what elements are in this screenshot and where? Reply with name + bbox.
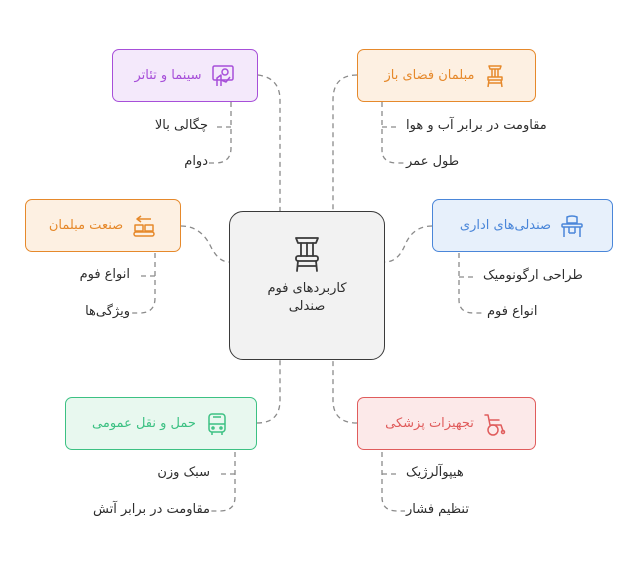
leaf-cinema-2: دوام — [184, 154, 208, 169]
branch-outdoor-furniture: مبلمان فضای باز — [357, 49, 536, 102]
leaf-office-2: انواع فوم — [487, 304, 538, 319]
leaf-office-1: طراحی ارگونومیک — [483, 268, 583, 283]
leaf-furniture-2: ویژگی‌ها — [85, 304, 130, 319]
branch-label: صندلی‌های اداری — [459, 218, 552, 233]
branch-public-transport: حمل و نقل عمومی — [65, 397, 257, 450]
bus-icon — [204, 411, 230, 437]
chair-icon — [287, 234, 327, 274]
branch-label: سینما و تئاتر — [134, 68, 202, 83]
leaf-outdoor-1: مقاومت در برابر آب و هوا — [406, 118, 547, 133]
branch-label: حمل و نقل عمومی — [92, 416, 196, 431]
leaf-cinema-1: چگالی بالا — [154, 118, 208, 133]
outdoor-chair-icon — [482, 63, 508, 89]
branch-label: تجهیزات پزشکی — [385, 416, 474, 431]
wheelchair-icon — [482, 411, 508, 437]
branch-office-chairs: صندلی‌های اداری — [432, 199, 613, 252]
center-title: کاربردهای فوم صندلی — [267, 281, 347, 314]
leaf-transport-2: مقاومت در برابر آتش — [93, 502, 210, 517]
branch-label: صنعت مبلمان — [48, 218, 124, 233]
theater-icon — [210, 63, 236, 89]
leaf-outdoor-2: طول عمر — [406, 154, 460, 169]
branch-furniture-industry: صنعت مبلمان — [25, 199, 181, 252]
office-desk-icon — [559, 213, 585, 239]
branch-medical-equipment: تجهیزات پزشکی — [357, 397, 536, 450]
leaf-transport-1: سبک وزن — [157, 465, 210, 480]
branch-label: مبلمان فضای باز — [384, 68, 475, 83]
factory-conveyor-icon — [131, 213, 157, 239]
leaf-furniture-1: انواع فوم — [79, 267, 130, 282]
branch-cinema-theater: سینما و تئاتر — [112, 49, 258, 102]
center-node: کاربردهای فوم صندلی — [229, 211, 385, 360]
leaf-medical-2: تنظیم فشار — [406, 502, 469, 517]
leaf-medical-1: هیپوآلرژیک — [406, 465, 464, 480]
